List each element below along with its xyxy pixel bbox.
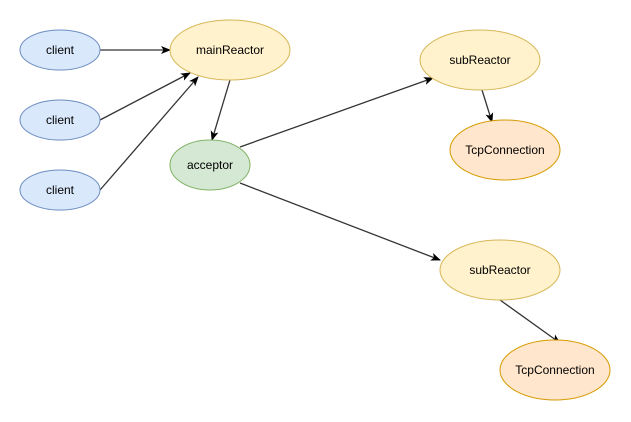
node-shape-mainReactor — [169, 19, 291, 81]
edge-acceptor-to-subReactor1 — [239, 77, 434, 148]
node-label-tcpConnection2: TcpConnection — [515, 363, 594, 377]
node-mainReactor[interactable]: mainReactor — [169, 19, 291, 81]
node-tcpConnection2[interactable]: TcpConnection — [499, 339, 611, 401]
node-shape-client1 — [19, 29, 101, 71]
node-client1[interactable]: client — [19, 29, 101, 71]
edge-client2-to-mainReactor — [99, 72, 191, 121]
node-label-mainReactor: mainReactor — [196, 43, 264, 57]
node-acceptor[interactable]: acceptor — [169, 139, 251, 191]
node-label-acceptor: acceptor — [187, 158, 233, 172]
node-shape-client3 — [19, 169, 101, 211]
node-label-client1: client — [46, 43, 75, 57]
node-label-tcpConnection1: TcpConnection — [465, 143, 544, 157]
edges-layer — [99, 46, 561, 344]
edge-client3-to-mainReactor — [99, 76, 199, 191]
node-client3[interactable]: client — [19, 169, 101, 211]
edge-acceptor-to-subReactor2 — [239, 182, 441, 261]
node-label-subReactor1: subReactor — [449, 53, 510, 67]
nodes-layer: client client client mainReactor acceptor sub… — [19, 19, 611, 401]
node-subReactor2[interactable]: subReactor — [439, 239, 561, 301]
node-tcpConnection1[interactable]: TcpConnection — [449, 119, 561, 181]
node-shape-tcpConnection2 — [499, 339, 611, 401]
node-shape-acceptor — [169, 139, 251, 191]
node-label-subReactor2: subReactor — [469, 263, 530, 277]
node-shape-client2 — [19, 99, 101, 141]
node-shape-subReactor1 — [419, 29, 541, 91]
node-shape-subReactor2 — [439, 239, 561, 301]
node-label-client2: client — [46, 113, 75, 127]
edge-subReactor2-to-tcpConnection2 — [499, 299, 561, 344]
node-subReactor1[interactable]: subReactor — [419, 29, 541, 91]
node-label-client3: client — [46, 183, 75, 197]
node-shape-tcpConnection1 — [449, 119, 561, 181]
edge-mainReactor-to-acceptor — [210, 79, 231, 141]
node-client2[interactable]: client — [19, 99, 101, 141]
edge-subReactor1-to-tcpConnection1 — [481, 89, 494, 123]
